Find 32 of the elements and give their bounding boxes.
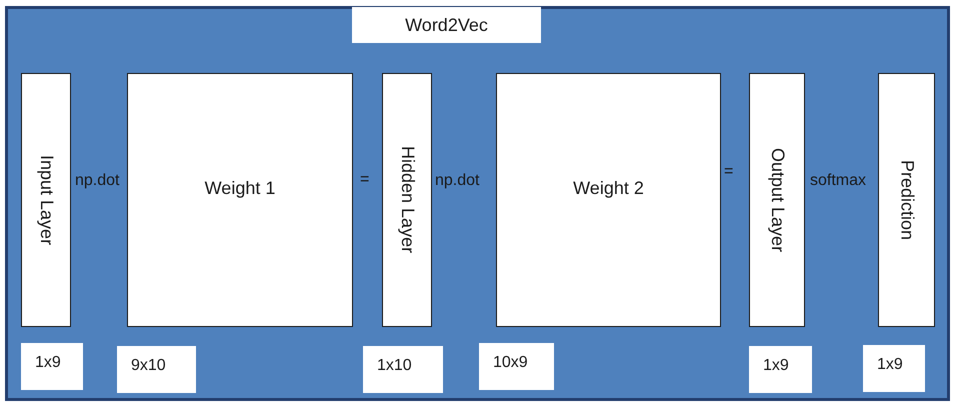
dimension-box xyxy=(863,345,925,392)
heading-box xyxy=(352,7,541,43)
dimension-text: 1x9 xyxy=(877,356,903,374)
layer-label: Output Layer xyxy=(767,148,787,252)
operator-label: = xyxy=(724,163,734,181)
weight-matrix-box xyxy=(127,73,353,327)
matrix-label: Weight 1 xyxy=(204,178,276,198)
dimension-box xyxy=(363,346,443,393)
dimension-text: 10x9 xyxy=(493,354,528,372)
heading-text: Word2Vec xyxy=(405,14,488,36)
layer-box xyxy=(382,73,432,327)
layer-box xyxy=(878,73,935,327)
background-panel xyxy=(5,6,950,401)
dimension-text: 9x10 xyxy=(131,357,166,375)
layer-box xyxy=(21,73,71,327)
operator-label: np.dot xyxy=(435,172,480,190)
dimension-box xyxy=(479,343,554,390)
layer-label: Prediction xyxy=(896,160,916,240)
dimension-box xyxy=(21,343,83,390)
dimension-text: 1x10 xyxy=(377,357,412,375)
layer-box xyxy=(749,73,805,327)
dimension-box xyxy=(749,346,812,393)
dimension-text: 1x9 xyxy=(763,357,789,375)
layer-label: Input Layer xyxy=(36,154,56,246)
layer-label: Hidden Layer xyxy=(397,146,417,254)
operator-label: np.dot xyxy=(75,172,120,190)
operator-label: = xyxy=(360,171,370,189)
weight-matrix-box xyxy=(496,73,721,327)
dimension-box xyxy=(117,346,196,393)
matrix-label: Weight 2 xyxy=(573,178,644,198)
dimension-text: 1x9 xyxy=(35,354,61,372)
operator-label: softmax xyxy=(810,172,866,190)
